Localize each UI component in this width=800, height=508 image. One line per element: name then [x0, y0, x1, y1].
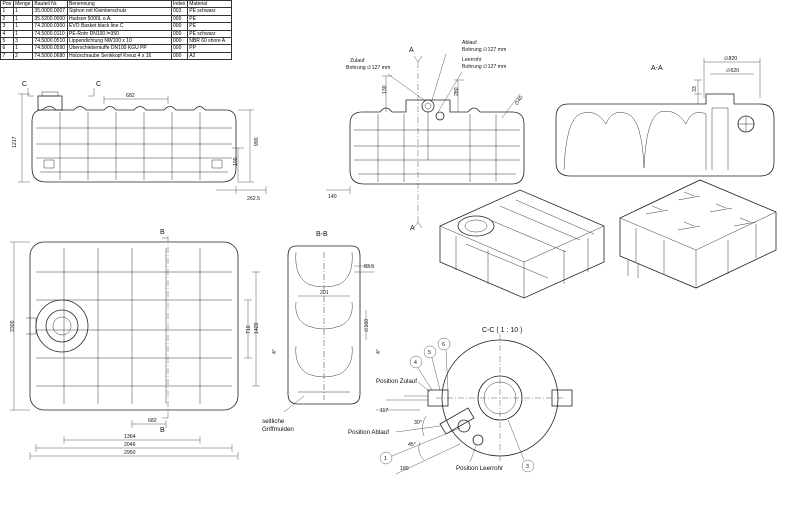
parts-list-table: Pos Menge Bauteil Nr. Benennung Index Ma…: [0, 0, 232, 61]
dim-front-1217: 1217: [12, 136, 18, 148]
dim-top-1420: 1420: [254, 322, 260, 334]
cell: PP: [186, 44, 232, 53]
section-b-b-view: B-B 83.5 201 ∅160 4° 4° seitliche Griffm…: [262, 231, 382, 433]
dim-front-262-5: 262.5: [247, 196, 260, 202]
side-view: A A Zulauf Bohrung ∅127 mm Ablauf Bohrun…: [326, 40, 525, 232]
balloon-5-label: 5: [428, 350, 431, 356]
section-c-marker-right: C: [96, 81, 101, 88]
isometric-view-1: [439, 189, 605, 299]
cell: 000: [170, 22, 188, 31]
dim-aa-820: ∅820: [724, 56, 737, 62]
section-c-c-view: C-C ( 1 : 10 ) Position Zulauf 117 30° P…: [348, 327, 573, 475]
position-ablauf-label: Position Ablauf: [348, 429, 389, 436]
cell: PE schwarz: [186, 7, 232, 16]
section-a-marker-top: A: [409, 47, 414, 54]
balloon-4-label: 4: [414, 360, 417, 366]
top-view: B B 710 1420 2300 682 1364 2046 2950: [10, 229, 260, 460]
parts-list-header-row: Pos Menge Bauteil Nr. Benennung Index Ma…: [0, 0, 232, 9]
position-zulauf-label: Position Zulauf: [376, 378, 417, 385]
leerrohr-label: Leerrohr: [462, 57, 482, 63]
col-index: Index: [170, 0, 188, 9]
dim-bb-4-left: 4°: [272, 349, 278, 354]
dim-top-710: 710: [246, 325, 252, 334]
dim-cc-30: 30°: [414, 420, 422, 426]
cell: 003: [170, 7, 188, 16]
grip-label-line-2: Griffmulden: [262, 426, 294, 433]
col-material: Material: [186, 0, 232, 9]
balloon-6: [437, 337, 451, 351]
cell: 3: [12, 37, 33, 46]
dim-top-2950: 2950: [124, 450, 136, 456]
position-leerrohr-label: Position Leerrohr: [456, 465, 503, 472]
zulauf-label: Zulauf: [350, 58, 365, 64]
front-view: C C 682 1217 990 100 262.5: [12, 81, 267, 202]
dim-top-2300: 2300: [10, 320, 16, 332]
cell: NBR 60 shore A: [186, 37, 232, 46]
balloon-3: [521, 459, 535, 473]
cell: 1: [12, 29, 33, 39]
dim-top-1364: 1364: [124, 434, 136, 440]
section-b-marker-top: B: [160, 229, 165, 236]
dim-aa-33: 33: [692, 86, 698, 92]
section-b-b-title: B-B: [316, 231, 328, 238]
balloon-4: [409, 355, 423, 369]
dim-front-682: 682: [126, 93, 135, 99]
dim-top-682: 682: [148, 418, 157, 424]
dim-cc-45: 45°: [408, 442, 416, 448]
dim-front-990: 990: [254, 137, 260, 146]
cell: 2: [12, 51, 33, 61]
ablauf-bore-label: Bohrung ∅127 mm: [462, 47, 506, 53]
grip-label-line-1: seitliche: [262, 418, 285, 425]
ablauf-label: Ablauf: [462, 40, 477, 46]
balloon-1: [379, 451, 393, 465]
dim-cc-180: 180: [400, 466, 409, 472]
balloon-3-label: 3: [526, 464, 529, 470]
cell: 000: [170, 37, 188, 46]
dim-side-280: 280: [454, 87, 460, 96]
leerrohr-bore-label: Bohrung ∅127 mm: [462, 64, 506, 70]
cell: A2: [186, 51, 232, 61]
section-a-a-title: A-A: [651, 65, 663, 72]
dim-bb-201: 201: [320, 290, 329, 296]
dim-bb-4-right: 4°: [376, 349, 382, 354]
cell: PE schwarz: [186, 29, 232, 39]
dim-top-2046: 2046: [124, 442, 136, 448]
section-a-a-view: A-A ∅820 ∅620 33: [555, 56, 775, 177]
cell: 000: [170, 14, 188, 24]
dim-cc-117: 117: [380, 408, 388, 414]
dim-aa-620: ∅620: [726, 68, 739, 74]
cell: 000: [170, 44, 188, 53]
balloon-1-label: 1: [384, 456, 387, 462]
dim-front-100: 100: [233, 157, 239, 166]
section-c-c-title: C-C ( 1 : 10 ): [482, 327, 522, 334]
isometric-view-2: [619, 179, 777, 289]
dim-side-130: 130: [382, 85, 388, 94]
zulauf-bore-label: Bohrung ∅127 mm: [346, 65, 390, 71]
balloon-6-label: 6: [442, 342, 445, 348]
section-b-marker-bottom: B: [160, 427, 165, 434]
cell: 000: [170, 29, 188, 39]
dim-bb-160: ∅160: [364, 319, 370, 332]
col-menge: Menge: [12, 0, 33, 9]
balloon-5: [423, 345, 437, 359]
section-c-marker-left: C: [22, 81, 27, 88]
section-a-marker-bottom: A: [410, 225, 415, 232]
cell: 000: [170, 51, 188, 61]
dim-side-40: ∅40: [514, 95, 525, 107]
dim-bb-83-5: 83.5: [364, 264, 374, 270]
cell: 1: [12, 44, 33, 53]
dim-side-140: 140: [328, 194, 337, 200]
